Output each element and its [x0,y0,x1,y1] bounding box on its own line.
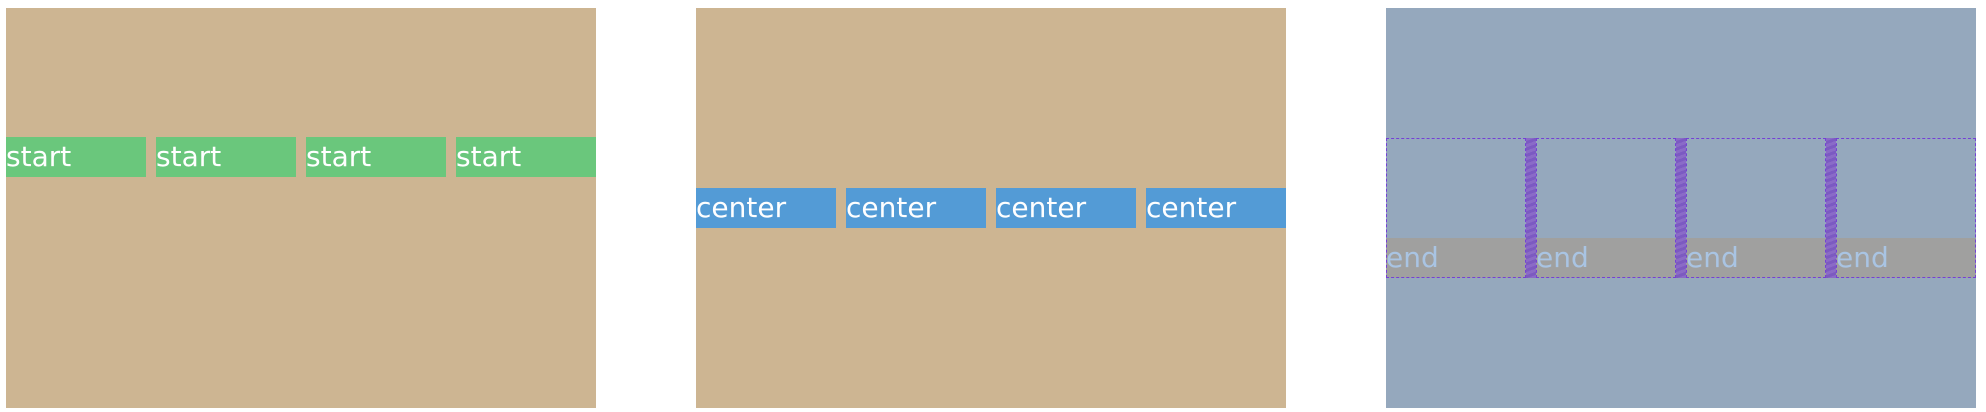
center-row: center center center center [696,188,1286,228]
grid-gap-hatch [1676,138,1686,278]
align-end-panel: end end end end [1386,8,1976,408]
center-item: center [696,188,836,228]
center-item: center [996,188,1136,228]
start-row: start start start start [6,137,596,177]
end-item: end [1536,241,1589,274]
start-item: start [456,137,596,177]
center-item: center [846,188,986,228]
align-start-panel: start start start start [6,8,596,408]
grid-gap-hatch [1826,138,1836,278]
grid-gap-hatch [1526,138,1536,278]
grid-track-outline [1836,138,1976,278]
end-item: end [1686,241,1739,274]
start-item: start [156,137,296,177]
grid-track-outline [1686,138,1826,278]
start-item: start [6,137,146,177]
start-item: start [306,137,446,177]
grid-track-outline [1536,138,1676,278]
end-item: end [1386,241,1439,274]
grid-track-outline [1386,138,1526,278]
end-item: end [1836,241,1889,274]
center-item: center [1146,188,1286,228]
align-center-panel: center center center center [696,8,1286,408]
